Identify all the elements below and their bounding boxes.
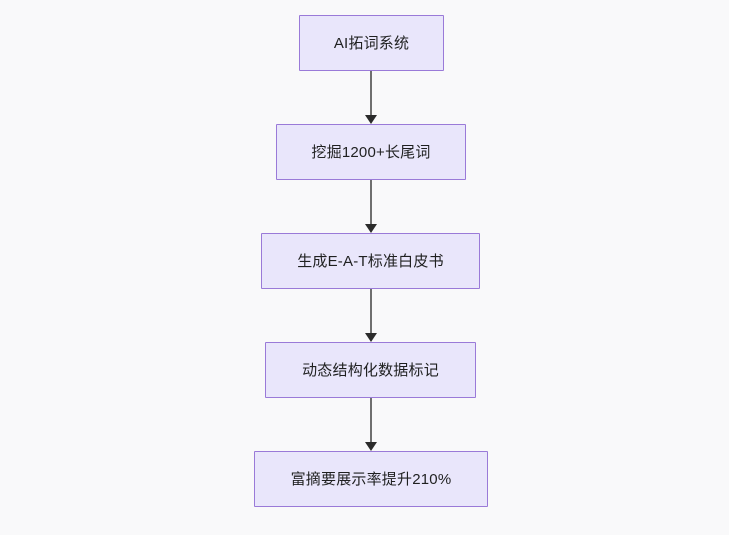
flow-node-dynamic-structured-data-markup[interactable]: 动态结构化数据标记 <box>265 342 476 398</box>
connector-node-2-to-node-3 <box>365 180 377 233</box>
flow-node-ai-keyword-system[interactable]: AI拓词系统 <box>299 15 444 71</box>
flow-node-generate-eat-whitepaper[interactable]: 生成E-A-T标准白皮书 <box>261 233 480 289</box>
flow-node-rich-snippet-rate-increase[interactable]: 富摘要展示率提升210% <box>254 451 488 507</box>
connector-node-1-to-node-2 <box>365 71 377 124</box>
flow-node-mine-longtail-keywords[interactable]: 挖掘1200+长尾词 <box>276 124 466 180</box>
connector-node-4-to-node-5 <box>365 398 377 451</box>
arrowhead-icon <box>365 224 377 233</box>
arrowhead-icon <box>365 442 377 451</box>
flow-node-label: 富摘要展示率提升210% <box>290 470 452 488</box>
arrowhead-icon <box>365 115 377 124</box>
flow-node-label: 生成E-A-T标准白皮书 <box>297 252 444 270</box>
flow-node-label: 动态结构化数据标记 <box>302 361 439 379</box>
flow-node-label: AI拓词系统 <box>333 34 410 52</box>
connector-node-3-to-node-4 <box>365 289 377 342</box>
arrowhead-icon <box>365 333 377 342</box>
flow-node-label: 挖掘1200+长尾词 <box>311 143 431 161</box>
